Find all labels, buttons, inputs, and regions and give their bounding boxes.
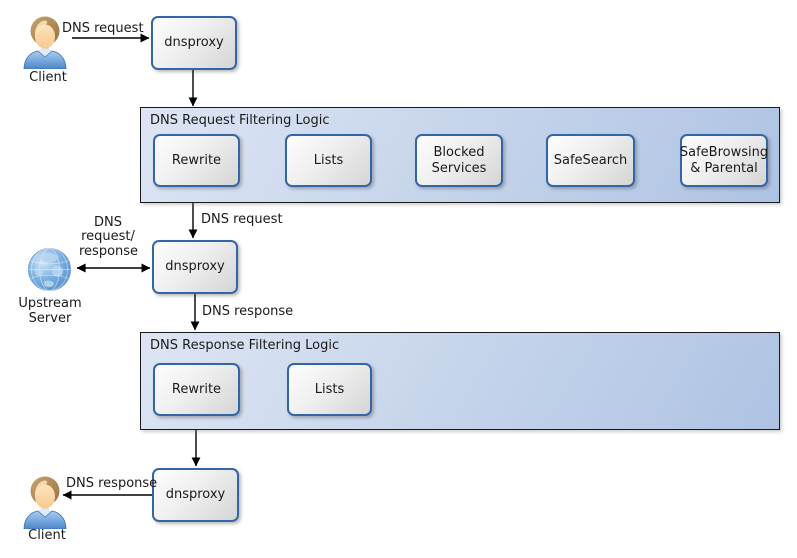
dnsproxy-node-1: dnsproxy — [151, 16, 237, 70]
client-top-label: Client — [29, 70, 67, 85]
step-blocked-services: Blocked Services — [415, 134, 503, 187]
edge-label-dns-response-mid: DNS response — [202, 304, 294, 319]
step-safesearch-label: SafeSearch — [553, 152, 628, 168]
dns-response-filtering-title: DNS Response Filtering Logic — [150, 338, 340, 353]
step-rewrite-response-label: Rewrite — [171, 381, 222, 397]
dnsproxy-3-label: dnsproxy — [165, 487, 226, 503]
edge-label-dns-request-mid: DNS request — [201, 212, 283, 227]
step-lists-response-label: Lists — [314, 381, 345, 397]
dnsproxy-1-label: dnsproxy — [164, 35, 224, 51]
step-blocked-services-label: Blocked Services — [431, 145, 487, 176]
upstream-server-label: Upstream Server — [18, 296, 82, 326]
dns-request-filtering-title: DNS Request Filtering Logic — [150, 113, 330, 128]
edge-label-upstream-link: DNS request/ response — [79, 215, 139, 259]
step-safebrowsing-parental-label: SafeBrowsing & Parental — [679, 145, 769, 176]
step-lists-response: Lists — [287, 363, 372, 416]
edge-label-dns-request-top: DNS request — [62, 21, 144, 36]
client-icon-bottom — [22, 473, 68, 530]
dnsproxy-2-label: dnsproxy — [165, 259, 225, 275]
step-safesearch: SafeSearch — [546, 134, 635, 187]
client-icon-top — [22, 13, 68, 70]
step-rewrite-response: Rewrite — [153, 363, 240, 416]
dnsproxy-node-2: dnsproxy — [152, 240, 238, 294]
dnsproxy-node-3: dnsproxy — [152, 468, 239, 522]
step-lists-request-label: Lists — [313, 152, 344, 168]
edge-label-dns-response-bottom: DNS response — [66, 476, 158, 491]
step-rewrite-request-label: Rewrite — [171, 152, 222, 168]
step-safebrowsing-parental: SafeBrowsing & Parental — [680, 134, 768, 187]
step-lists-request: Lists — [285, 134, 372, 187]
client-bottom-label: Client — [28, 528, 66, 543]
upstream-server-icon — [26, 246, 73, 293]
step-rewrite-request: Rewrite — [153, 134, 240, 187]
dns-response-filtering-group: DNS Response Filtering Logic — [140, 332, 780, 430]
